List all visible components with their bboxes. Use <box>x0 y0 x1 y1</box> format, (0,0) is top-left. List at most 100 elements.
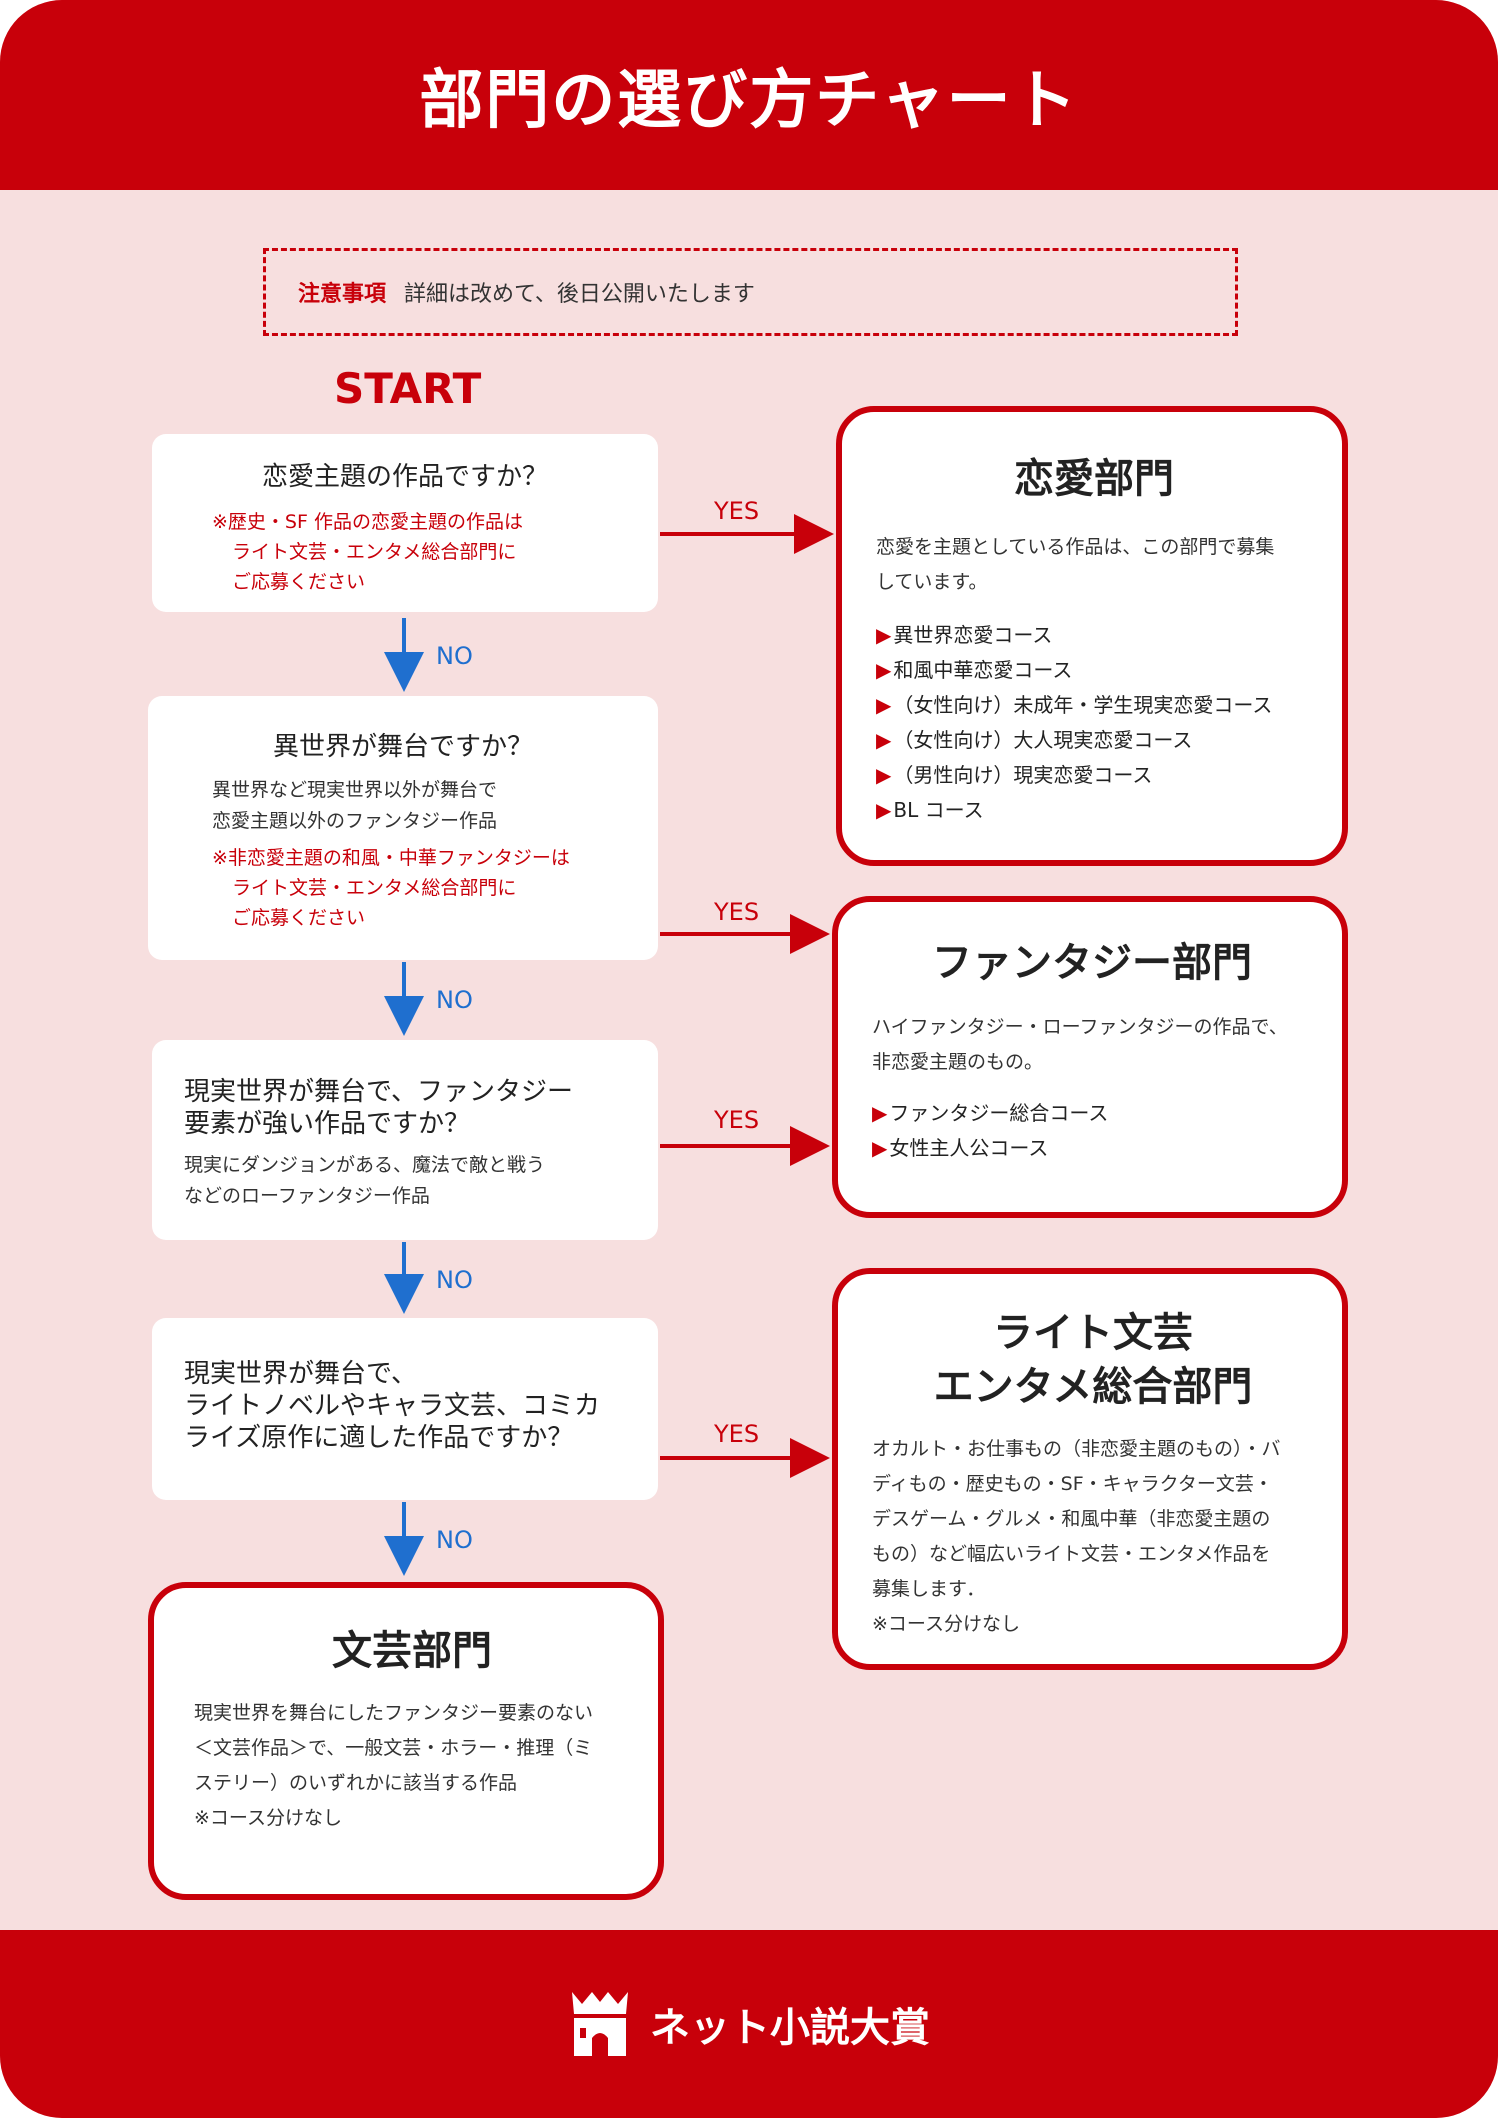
course-item: ▶和風中華恋愛コース <box>876 653 1312 688</box>
result-desc: オカルト・お仕事もの（非恋愛主題のもの）・バ ディもの・歴史もの・SF・キャラク… <box>872 1432 1314 1642</box>
desc-line: ＜文芸作品＞で、一般文芸・ホラー・推理（ミ <box>194 1737 593 1759</box>
no-label: NO <box>436 986 473 1014</box>
desc-line: ハイファンタジー・ローファンタジーの作品で、 <box>872 1016 1288 1038</box>
castle-logo-icon <box>572 1992 628 2056</box>
desc-line: オカルト・お仕事もの（非恋愛主題のもの）・バ <box>872 1438 1281 1460</box>
result-light-entertainment: ライト文芸 エンタメ総合部門 オカルト・お仕事もの（非恋愛主題のもの）・バ ディ… <box>832 1268 1348 1670</box>
result-fantasy: ファンタジー部門 ハイファンタジー・ローファンタジーの作品で、 非恋愛主題のもの… <box>832 896 1348 1218</box>
question-light-novel: 現実世界が舞台で、 ライトノベルやキャラ文芸、コミカ ライズ原作に適した作品です… <box>152 1318 658 1500</box>
yes-label: YES <box>714 1106 760 1134</box>
yes-label: YES <box>714 898 760 926</box>
desc-line: 恋愛主題以外のファンタジー作品 <box>212 810 498 832</box>
title-line: 要素が強い作品ですか？ <box>184 1109 471 1139</box>
course-label: （男性向け）現実恋愛コース <box>893 763 1153 787</box>
course-label: 異世界恋愛コース <box>893 623 1053 647</box>
footer-brand: ネット小説大賞 <box>650 2005 930 2051</box>
title-line: ライトノベルやキャラ文芸、コミカ <box>184 1391 601 1421</box>
course-item: ▶異世界恋愛コース <box>876 618 1312 653</box>
desc-line: 現実世界を舞台にしたファンタジー要素のない <box>194 1702 594 1724</box>
desc-line: 異世界など現実世界以外が舞台で <box>212 779 498 801</box>
no-label: NO <box>436 1526 473 1554</box>
course-item: ▶ファンタジー総合コース <box>872 1096 1312 1131</box>
yes-label: YES <box>714 1420 760 1448</box>
desc-line: もの）など幅広いライト文芸・エンタメ作品を <box>872 1543 1271 1565</box>
result-title: ファンタジー部門 <box>932 940 1252 986</box>
desc-line: デスゲーム・グルメ・和風中華（非恋愛主題の <box>872 1508 1271 1530</box>
question-romance: 恋愛主題の作品ですか？ ※歴史・SF 作品の恋愛主題の作品は ライト文芸・エンタ… <box>152 434 658 612</box>
triangle-icon: ▶ <box>876 728 892 752</box>
question-desc: 現実にダンジョンがある、魔法で敵と戦う などのローファンタジー作品 <box>184 1150 658 1212</box>
yes-label: YES <box>714 497 760 525</box>
result-literary: 文芸部門 現実世界を舞台にしたファンタジー要素のない ＜文芸作品＞で、一般文芸・… <box>148 1582 664 1900</box>
desc-line: 募集します． <box>872 1578 986 1600</box>
result-desc: ハイファンタジー・ローファンタジーの作品で、 非恋愛主題のもの。 <box>872 1010 1312 1080</box>
desc-line: ※コース分けなし <box>194 1807 342 1829</box>
question-title: 異世界が舞台ですか？ <box>272 732 533 762</box>
course-label: （女性向け）未成年・学生現実恋愛コース <box>893 693 1273 717</box>
triangle-icon: ▶ <box>872 1101 888 1125</box>
no-label: NO <box>436 1266 473 1294</box>
course-item: ▶（女性向け）未成年・学生現実恋愛コース <box>876 688 1312 723</box>
question-note: ※歴史・SF 作品の恋愛主題の作品は ライト文芸・エンタメ総合部門に ご応募くだ… <box>212 507 658 597</box>
title-line: 現実世界が舞台で、ファンタジー <box>184 1077 573 1107</box>
triangle-icon: ▶ <box>876 693 892 717</box>
course-item: ▶（男性向け）現実恋愛コース <box>876 758 1312 793</box>
triangle-icon: ▶ <box>876 798 892 822</box>
title-line: ライト文芸 <box>993 1310 1193 1356</box>
desc-line: 現実にダンジョンがある、魔法で敵と戦う <box>184 1154 546 1176</box>
course-label: BL コース <box>893 798 984 822</box>
header-bar: 部門の選び方チャート <box>0 0 1498 190</box>
course-label: 女性主人公コース <box>889 1136 1049 1160</box>
note-line: ご応募ください <box>232 907 366 929</box>
note-line: ※非恋愛主題の和風・中華ファンタジーは <box>212 847 570 869</box>
result-title: ライト文芸 エンタメ総合部門 <box>872 1306 1314 1414</box>
title-line: ライズ原作に適した作品ですか？ <box>184 1423 574 1453</box>
result-desc: 現実世界を舞台にしたファンタジー要素のない ＜文芸作品＞で、一般文芸・ホラー・推… <box>194 1696 630 1836</box>
desc-line: 恋愛を主題としている作品は、この部門で募集 <box>876 536 1275 558</box>
question-title: 現実世界が舞台で、ファンタジー 要素が強い作品ですか？ <box>184 1076 658 1140</box>
title-line: エンタメ総合部門 <box>933 1364 1253 1410</box>
notice-label: 注意事項 <box>298 282 387 307</box>
note-line: ※歴史・SF 作品の恋愛主題の作品は <box>212 511 523 533</box>
page-title: 部門の選び方チャート <box>419 64 1079 138</box>
desc-line: 非恋愛主題のもの。 <box>872 1051 1044 1073</box>
triangle-icon: ▶ <box>872 1136 888 1160</box>
course-label: （女性向け）大人現実恋愛コース <box>893 728 1193 752</box>
result-title: 恋愛部門 <box>1014 456 1174 502</box>
result-desc: 恋愛を主題としている作品は、この部門で募集 しています。 <box>876 530 1312 600</box>
course-item: ▶（女性向け）大人現実恋愛コース <box>876 723 1312 758</box>
course-list: ▶ファンタジー総合コース ▶女性主人公コース <box>872 1096 1312 1166</box>
course-list: ▶異世界恋愛コース ▶和風中華恋愛コース ▶（女性向け）未成年・学生現実恋愛コー… <box>876 618 1312 828</box>
triangle-icon: ▶ <box>876 658 892 682</box>
question-low-fantasy: 現実世界が舞台で、ファンタジー 要素が強い作品ですか？ 現実にダンジョンがある、… <box>152 1040 658 1240</box>
course-label: ファンタジー総合コース <box>889 1101 1109 1125</box>
question-title: 恋愛主題の作品ですか？ <box>261 462 548 492</box>
no-label: NO <box>436 642 473 670</box>
desc-line: ※コース分けなし <box>872 1613 1020 1635</box>
question-note: ※非恋愛主題の和風・中華ファンタジーは ライト文芸・エンタメ総合部門に ご応募く… <box>212 843 658 933</box>
question-isekai: 異世界が舞台ですか？ 異世界など現実世界以外が舞台で 恋愛主題以外のファンタジー… <box>148 696 658 960</box>
desc-line: しています。 <box>876 571 988 593</box>
course-item: ▶BL コース <box>876 793 1312 828</box>
note-line: ライト文芸・エンタメ総合部門に <box>232 541 517 563</box>
note-line: ライト文芸・エンタメ総合部門に <box>232 877 517 899</box>
triangle-icon: ▶ <box>876 623 892 647</box>
question-desc: 異世界など現実世界以外が舞台で 恋愛主題以外のファンタジー作品 <box>212 775 658 837</box>
course-label: 和風中華恋愛コース <box>893 658 1073 682</box>
title-line: 現実世界が舞台で、 <box>184 1359 417 1389</box>
desc-line: ディもの・歴史もの・SF・キャラクター文芸・ <box>872 1473 1273 1495</box>
footer-bar: ネット小説大賞 <box>0 1930 1498 2118</box>
result-title: 文芸部門 <box>332 1628 492 1674</box>
course-item: ▶女性主人公コース <box>872 1131 1312 1166</box>
desc-line: ステリー）のいずれかに該当する作品 <box>194 1772 518 1794</box>
notice-text: 詳細は改めて、後日公開いたします <box>404 282 755 307</box>
start-label: START <box>334 364 482 413</box>
note-line: ご応募ください <box>232 571 366 593</box>
notice-box: 注意事項 詳細は改めて、後日公開いたします <box>263 248 1238 336</box>
triangle-icon: ▶ <box>876 763 892 787</box>
desc-line: などのローファンタジー作品 <box>184 1185 430 1207</box>
question-title: 現実世界が舞台で、 ライトノベルやキャラ文芸、コミカ ライズ原作に適した作品です… <box>184 1358 658 1454</box>
result-romance: 恋愛部門 恋愛を主題としている作品は、この部門で募集 しています。 ▶異世界恋愛… <box>836 406 1348 866</box>
